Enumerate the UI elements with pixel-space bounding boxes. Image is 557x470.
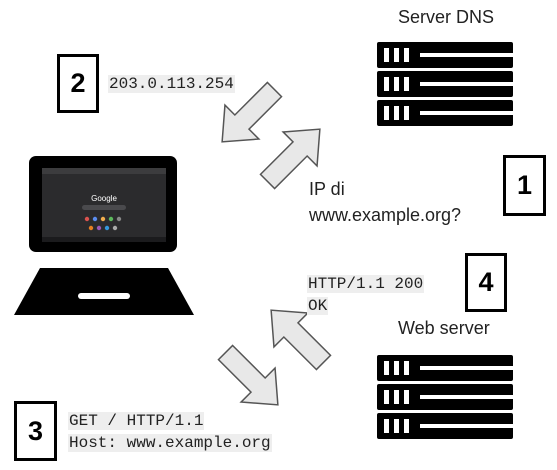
arrow-icon: [221, 81, 283, 143]
screen-logo: Google: [91, 194, 117, 203]
dns-server-title: Server DNS: [398, 7, 495, 27]
web-server-title: Web server: [398, 318, 490, 338]
step-1-line-2: www.example.org?: [309, 205, 462, 225]
arrow-icon: [270, 309, 332, 371]
step-2-ip: 203.0.113.254: [108, 75, 235, 93]
step-4-line-2: OK: [307, 297, 329, 315]
step-3-line-1: GET / HTTP/1.1: [68, 412, 205, 430]
step-1-badge: 1: [503, 155, 546, 216]
step-4-text: HTTP/1.1 200 OK: [307, 273, 425, 317]
step-3-line-2: Host: www.example.org: [68, 434, 272, 452]
laptop-icon: Google: [14, 156, 194, 315]
web-server-icon: [377, 355, 513, 439]
step-2-badge: 2: [57, 54, 99, 113]
step-1-text: IP di www.example.org?: [309, 176, 461, 228]
step-4-line-1: HTTP/1.1 200: [307, 275, 425, 293]
step-4-badge: 4: [465, 253, 507, 312]
step-1-line-1: IP di: [309, 179, 345, 199]
step-3-badge: 3: [14, 401, 57, 461]
step-2-text: 203.0.113.254: [108, 74, 235, 94]
dns-server-icon: [377, 42, 513, 126]
arrow-icon: [259, 128, 321, 190]
step-3-text: GET / HTTP/1.1 Host: www.example.org: [68, 410, 272, 454]
arrow-icon: [217, 344, 279, 406]
